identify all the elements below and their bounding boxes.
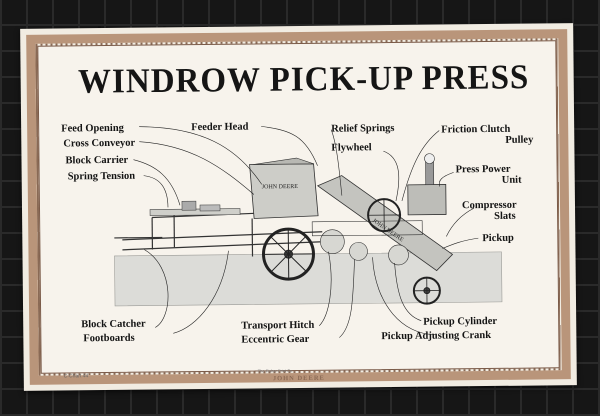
- label-pickup: Pickup: [482, 232, 514, 245]
- label-pickup-cylinder: Pickup Cylinder: [423, 315, 498, 328]
- label-friction-clutch-line2: Pulley: [505, 134, 534, 146]
- pickup-wheel: [412, 276, 441, 305]
- label-relief-springs: Relief Springs: [331, 122, 395, 135]
- label-eccentric-gear: Eccentric Gear: [241, 333, 310, 346]
- leader-lines: [133, 126, 479, 338]
- label-compressor-line2: Slats: [494, 210, 516, 222]
- label-compressor-line1: Compressor: [461, 199, 517, 212]
- press-power-unit: [407, 184, 447, 216]
- label-block-catcher: Block Catcher: [81, 318, 146, 331]
- label-press-power-line2: Unit: [501, 174, 522, 186]
- feeder-head-hopper: [249, 163, 319, 219]
- pickup-chute: [316, 175, 454, 272]
- chart-number: C-Chart 44: [63, 373, 89, 380]
- label-feeder-head: Feeder Head: [191, 121, 249, 134]
- label-spring-tension: Spring Tension: [67, 170, 136, 183]
- gear-assembly: [311, 220, 423, 266]
- transport-wheel: [261, 227, 315, 281]
- label-cross-conveyor: Cross Conveyor: [63, 137, 136, 150]
- label-block-carrier: Block Carrier: [65, 154, 129, 167]
- label-footboards: Footboards: [83, 332, 135, 345]
- spring-tension-box: [181, 200, 197, 211]
- label-feed-opening: Feed Opening: [61, 122, 124, 135]
- label-friction-clutch-line1: Friction Clutch: [441, 123, 511, 136]
- label-press-power-line1: Press Power: [455, 163, 511, 176]
- printer-credit: The Fisher Print Co.: [257, 368, 294, 374]
- footer-brand: JOHN DEERE: [272, 374, 325, 383]
- machine-illustration: JOHN DEERE JOHN DEERE: [114, 126, 503, 338]
- label-transport-hitch: Transport Hitch: [241, 319, 315, 332]
- hopper-brand-text: JOHN DEERE: [262, 184, 299, 190]
- label-flywheel: Flywheel: [331, 142, 372, 154]
- flywheel: [367, 198, 402, 233]
- poster: WINDROW PICK-UP PRESS JOHN DEERE JOHN DE…: [20, 23, 577, 391]
- label-pickup-adjusting-crank: Pickup Adjusting Crank: [381, 329, 492, 343]
